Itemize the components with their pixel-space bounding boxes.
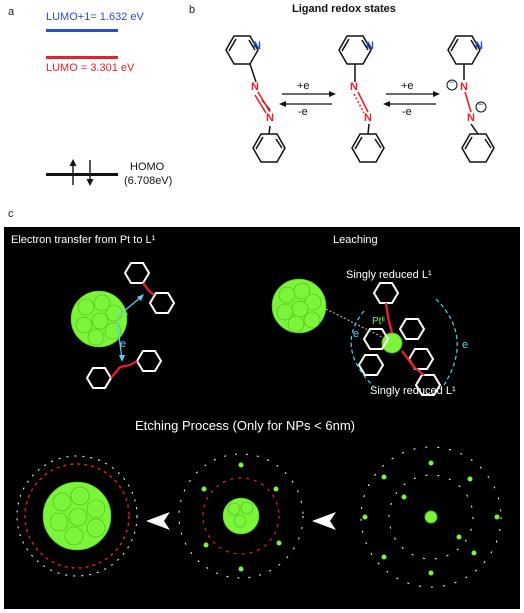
azo-n-3a: N [460,81,468,93]
azo-n-2b: N [364,112,372,124]
step1-reverse-label: -e [298,106,308,118]
step2-reverse-label: -e [402,106,412,118]
azo-n-2a: N [350,81,358,93]
panel-c-drawing [16,262,502,588]
lumo-plus-one-level [46,29,118,32]
azo-n-3b: N [467,112,475,124]
leaching-label: Leaching [333,234,378,246]
electron-label-transfer-2: e [120,338,127,350]
electron-transfer-label: Electron transfer from Pt to L¹ [11,234,156,246]
azo-n-1b: N [266,112,274,124]
etching-title: Etching Process (Only for NPs < 6nm) [135,418,355,433]
electron-label-right: e [462,339,469,351]
pt-ii-label: Ptᴵᴵ [372,316,385,327]
panel-b-title: Ligand redox states [292,3,396,15]
homo-value: (6.708eV) [124,175,173,187]
singly-reduced-top-label: Singly reduced L¹ [346,269,432,281]
panel-c-letter: c [8,208,14,220]
pyridine-n-2: N [366,40,374,52]
panel-b-letter: b [189,4,196,16]
electron-label-left: e [353,328,360,340]
azo-n-1a: N [251,81,259,93]
lumo-level [46,56,118,59]
lumo-label: LUMO = 3.301 eV [46,62,135,74]
panel-c-illustration: Electron transfer from Pt to L¹ Leaching… [4,227,520,609]
homo-label: HOMO [130,161,165,173]
panel-a-letter: a [8,6,15,18]
lumo-plus-one-label: LUMO+1= 1.632 eV [46,11,144,23]
step1-forward-label: +e [297,80,310,92]
step2-forward-label: +e [401,80,414,92]
minus-charge-1: − [449,77,455,87]
homo-level [46,173,118,176]
minus-charge-2: − [478,99,484,109]
pyridine-n-1: N [253,40,261,52]
pyridine-n-3: N [475,40,483,52]
